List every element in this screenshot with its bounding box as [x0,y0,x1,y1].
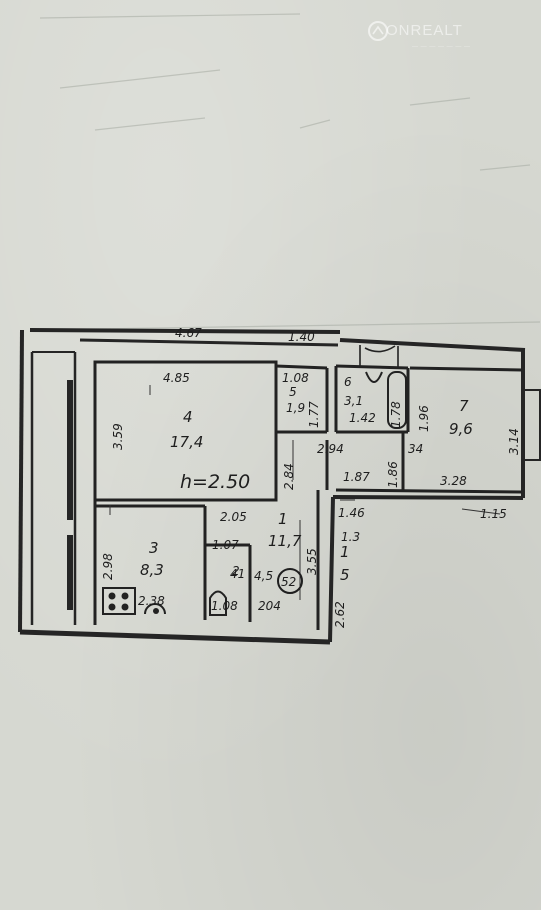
sink-icon [144,603,166,615]
room-7-number: 7 [459,397,469,415]
toilet-icon [209,590,227,616]
outer-walls [18,328,541,645]
onrealt-logo-icon [368,21,388,41]
dim-r4-left: 3.59 [111,423,125,450]
inventory-stamp: 52 [277,568,303,594]
room-3-number: 3 [149,539,159,557]
watermark-brand: ONREALT [386,22,463,39]
room-labels: 4 17,4 h=2.50 3 8,3 1 11,7 7 9,6 6 3,1 5… [140,375,473,584]
dim-corr-186: 1.86 [386,461,400,488]
room-5-area: 1,9 [286,401,305,415]
dim-corr-13: 1.3 [341,530,360,544]
dim-corr-205: 2.05 [220,510,247,524]
dim-r7-bottom: 3.28 [440,474,467,488]
interior-walls [93,360,523,630]
room-6-number: 6 [344,375,352,389]
dim-corr-187: 1.87 [343,470,370,484]
dim-corr-294: 2.94 [317,442,344,456]
dim-r5-top: 1.08 [282,371,309,385]
room-1-number: 1 [278,510,288,528]
room-3-area: 8,3 [140,561,164,579]
dim-r7-right: 3.14 [507,428,521,455]
fixtures [102,345,407,616]
dim-r7-outer: 1.15 [480,507,507,521]
dim-corr-355: 3.55 [305,548,319,575]
dim-r6-side: 1.78 [389,401,403,428]
dim-top-outer: 4.67 [175,326,202,340]
dim-bath-bottom: 1.08 [211,599,238,613]
watermark-tagline: — — — — — — — [412,44,471,50]
room-8-area: 5 [340,566,350,584]
room-1-area: 11,7 [268,532,302,550]
dim-bath-top: 1.07 [212,538,239,552]
room-5-number: 5 [289,385,297,399]
dim-r4-top: 4.85 [163,371,190,385]
room-7-area: 9,6 [449,420,473,438]
stove-icon [102,587,136,615]
room-4-number: 4 [183,408,193,426]
room-2-area: 4,5 [254,569,273,583]
washbasin-icon [365,371,383,383]
room-6-area: 3,1 [344,394,363,408]
dim-r7-side: 1.96 [417,405,431,432]
dim-bath-side: 41 [230,567,245,581]
stamp-label: 52 [281,575,296,589]
room-2-number: 2 [232,564,240,578]
faded-background-marks [29,13,541,331]
dim-hall-204: 204 [258,599,281,613]
dim-r3-left: 2.98 [101,553,115,580]
dim-r5-side: 1.77 [307,401,321,428]
ceiling-height-label: h=2.50 [180,471,250,493]
room-8-number: 1 [340,543,350,561]
dim-r3-bottom: 2.38 [138,594,165,608]
room-4-area: 17,4 [170,433,203,451]
dim-corr-262: 2.62 [333,601,347,628]
dim-corr-34: 34 [408,442,423,456]
dimension-labels: 4.67 1.40 4.85 3.59 1.08 1.77 1.42 1.78 … [101,326,521,628]
dim-r6-bottom: 1.42 [349,411,376,425]
dim-top-corridor: 1.40 [288,330,315,344]
dim-corr-284: 2.84 [282,463,296,490]
bathtub-icon [387,371,407,429]
dim-corr-146: 1.46 [338,506,365,520]
